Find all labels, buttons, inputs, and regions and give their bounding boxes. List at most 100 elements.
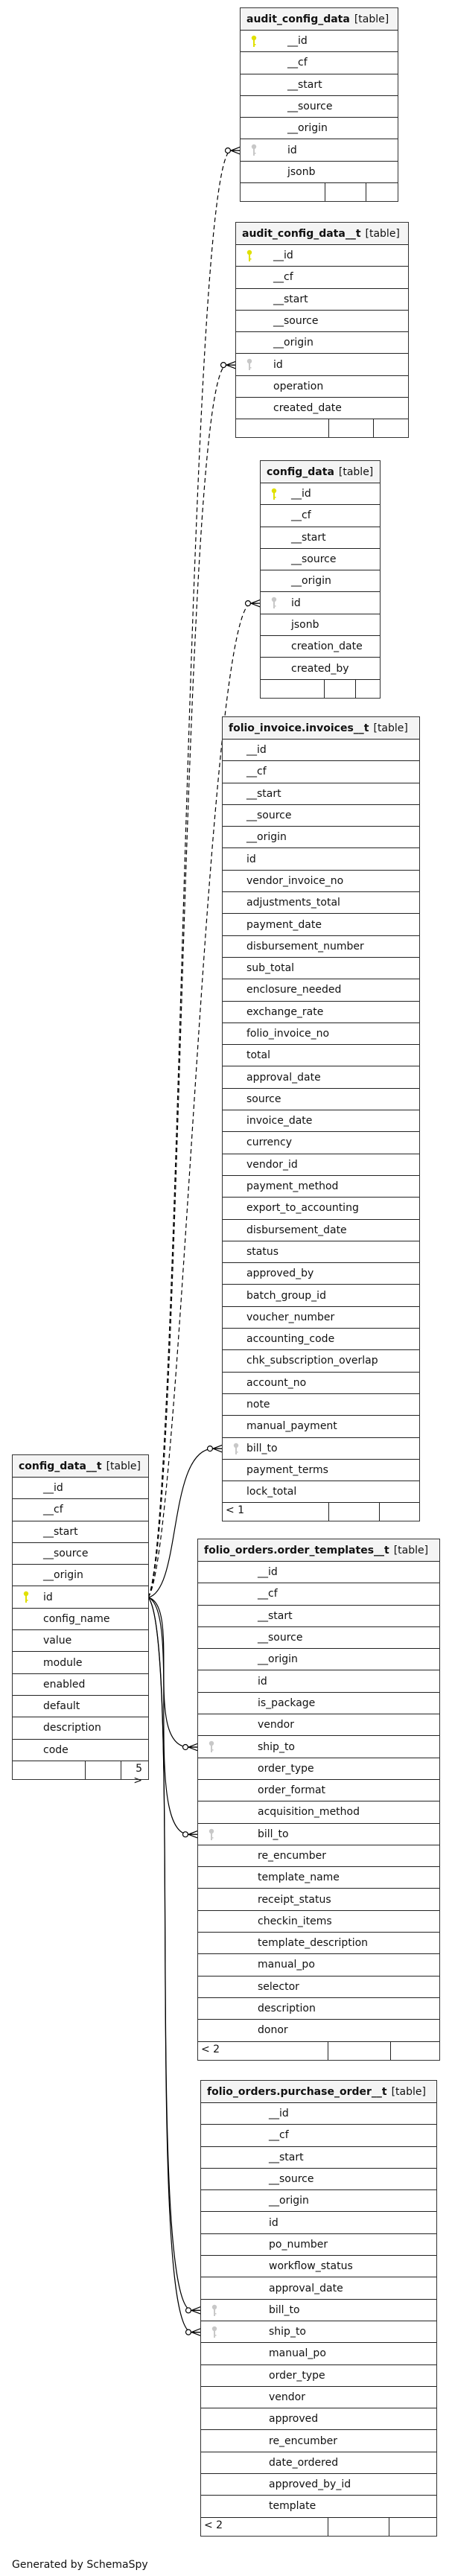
- column-row[interactable]: id: [241, 139, 398, 162]
- column-row[interactable]: vendor_id: [223, 1154, 419, 1176]
- column-row[interactable]: ship_to: [201, 2321, 436, 2344]
- column-row[interactable]: creation_date: [261, 636, 380, 658]
- column-row[interactable]: disbursement_number: [223, 936, 419, 958]
- column-row[interactable]: date_ordered: [201, 2452, 436, 2475]
- column-row[interactable]: adjustments_total: [223, 892, 419, 915]
- column-row[interactable]: voucher_number: [223, 1307, 419, 1329]
- column-row[interactable]: chk_subscription_overlap: [223, 1350, 419, 1373]
- column-row[interactable]: code: [13, 1740, 148, 1761]
- column-row[interactable]: __origin: [223, 827, 419, 849]
- column-row[interactable]: payment_terms: [223, 1460, 419, 1482]
- table-audit-config-data[interactable]: audit_config_data[table]__id__cf__start_…: [240, 7, 398, 203]
- column-row[interactable]: __cf: [198, 1583, 439, 1606]
- column-row[interactable]: manual_po: [201, 2343, 436, 2365]
- column-row[interactable]: description: [13, 1717, 148, 1740]
- table-folio-orders-order-templates-t[interactable]: folio_orders.order_templates__t[table]__…: [197, 1539, 440, 2061]
- column-row[interactable]: po_number: [201, 2234, 436, 2257]
- column-row[interactable]: __source: [241, 96, 398, 118]
- column-row[interactable]: invoice_date: [223, 1110, 419, 1133]
- column-row[interactable]: __origin: [201, 2190, 436, 2213]
- column-row[interactable]: enabled: [13, 1674, 148, 1696]
- column-row[interactable]: __cf: [236, 267, 408, 289]
- column-row[interactable]: __cf: [241, 52, 398, 74]
- column-row[interactable]: status: [223, 1241, 419, 1264]
- column-row[interactable]: approval_date: [223, 1066, 419, 1089]
- column-row[interactable]: ship_to: [198, 1736, 439, 1758]
- column-row[interactable]: total: [223, 1045, 419, 1067]
- column-row[interactable]: __origin: [13, 1565, 148, 1587]
- column-row[interactable]: id: [261, 592, 380, 614]
- column-row[interactable]: __origin: [236, 332, 408, 354]
- column-row[interactable]: donor: [198, 2020, 439, 2042]
- column-row[interactable]: __start: [223, 783, 419, 805]
- column-row[interactable]: __source: [223, 805, 419, 827]
- footer-cell[interactable]: < 2: [201, 2517, 328, 2536]
- column-row[interactable]: module: [13, 1652, 148, 1674]
- column-row[interactable]: __start: [236, 289, 408, 311]
- column-row[interactable]: acquisition_method: [198, 1801, 439, 1824]
- column-row[interactable]: order_type: [198, 1758, 439, 1780]
- table-folio-invoice-invoices-t[interactable]: folio_invoice.invoices__t[table]__id__cf…: [222, 716, 420, 1522]
- column-row[interactable]: __cf: [201, 2125, 436, 2147]
- column-row[interactable]: vendor: [198, 1714, 439, 1737]
- column-row[interactable]: id: [201, 2212, 436, 2234]
- column-row[interactable]: approved_by_id: [201, 2474, 436, 2496]
- column-row[interactable]: lock_total: [223, 1481, 419, 1504]
- column-row[interactable]: __start: [201, 2147, 436, 2169]
- table-folio-orders-purchase-order-t[interactable]: folio_orders.purchase_order__t[table]__i…: [200, 2080, 437, 2537]
- column-row[interactable]: __start: [198, 1606, 439, 1627]
- column-row[interactable]: id: [13, 1586, 148, 1609]
- column-row[interactable]: operation: [236, 376, 408, 398]
- column-row[interactable]: selector: [198, 1976, 439, 1998]
- column-row[interactable]: currency: [223, 1132, 419, 1154]
- column-row[interactable]: order_format: [198, 1780, 439, 1802]
- column-row[interactable]: exchange_rate: [223, 1002, 419, 1023]
- column-row[interactable]: enclosure_needed: [223, 979, 419, 1002]
- footer-cell[interactable]: < 1: [223, 1503, 329, 1521]
- column-row[interactable]: checkin_items: [198, 1911, 439, 1933]
- column-row[interactable]: folio_invoice_no: [223, 1023, 419, 1046]
- column-row[interactable]: __source: [261, 549, 380, 571]
- column-row[interactable]: __start: [13, 1521, 148, 1543]
- column-row[interactable]: __id: [261, 483, 380, 506]
- column-row[interactable]: accounting_code: [223, 1329, 419, 1351]
- column-row[interactable]: re_encumber: [201, 2430, 436, 2452]
- table-header[interactable]: folio_orders.purchase_order__t[table]: [201, 2081, 436, 2103]
- column-row[interactable]: approval_date: [201, 2277, 436, 2300]
- column-row[interactable]: receipt_status: [198, 1889, 439, 1911]
- column-row[interactable]: bill_to: [198, 1824, 439, 1845]
- column-row[interactable]: manual_po: [198, 1954, 439, 1976]
- column-row[interactable]: __source: [13, 1543, 148, 1565]
- column-row[interactable]: source: [223, 1089, 419, 1111]
- column-row[interactable]: default: [13, 1696, 148, 1718]
- table-header[interactable]: config_data__t[table]: [13, 1455, 148, 1478]
- column-row[interactable]: template: [201, 2496, 436, 2518]
- column-row[interactable]: __id: [223, 740, 419, 762]
- column-row[interactable]: __id: [201, 2103, 436, 2125]
- column-row[interactable]: id: [223, 848, 419, 871]
- column-row[interactable]: __origin: [198, 1649, 439, 1671]
- column-row[interactable]: id: [198, 1670, 439, 1693]
- column-row[interactable]: export_to_accounting: [223, 1198, 419, 1220]
- footer-cell[interactable]: < 2: [198, 2041, 328, 2060]
- column-row[interactable]: payment_date: [223, 914, 419, 936]
- column-row[interactable]: __start: [241, 74, 398, 96]
- column-row[interactable]: __cf: [13, 1499, 148, 1521]
- column-row[interactable]: batch_group_id: [223, 1285, 419, 1307]
- column-row[interactable]: __id: [198, 1562, 439, 1584]
- column-row[interactable]: approved: [201, 2408, 436, 2431]
- column-row[interactable]: template_description: [198, 1933, 439, 1955]
- column-row[interactable]: config_name: [13, 1609, 148, 1631]
- column-row[interactable]: manual_payment: [223, 1416, 419, 1438]
- column-row[interactable]: jsonb: [241, 162, 398, 184]
- column-row[interactable]: __cf: [223, 761, 419, 783]
- column-row[interactable]: bill_to: [201, 2300, 436, 2321]
- footer-cell[interactable]: 5 >: [133, 1762, 142, 1787]
- column-row[interactable]: id: [236, 354, 408, 376]
- column-row[interactable]: vendor: [201, 2387, 436, 2409]
- column-row[interactable]: __source: [201, 2169, 436, 2191]
- table-header[interactable]: folio_invoice.invoices__t[table]: [223, 717, 419, 740]
- column-row[interactable]: value: [13, 1630, 148, 1653]
- table-header[interactable]: config_data[table]: [261, 461, 380, 483]
- column-row[interactable]: re_encumber: [198, 1845, 439, 1868]
